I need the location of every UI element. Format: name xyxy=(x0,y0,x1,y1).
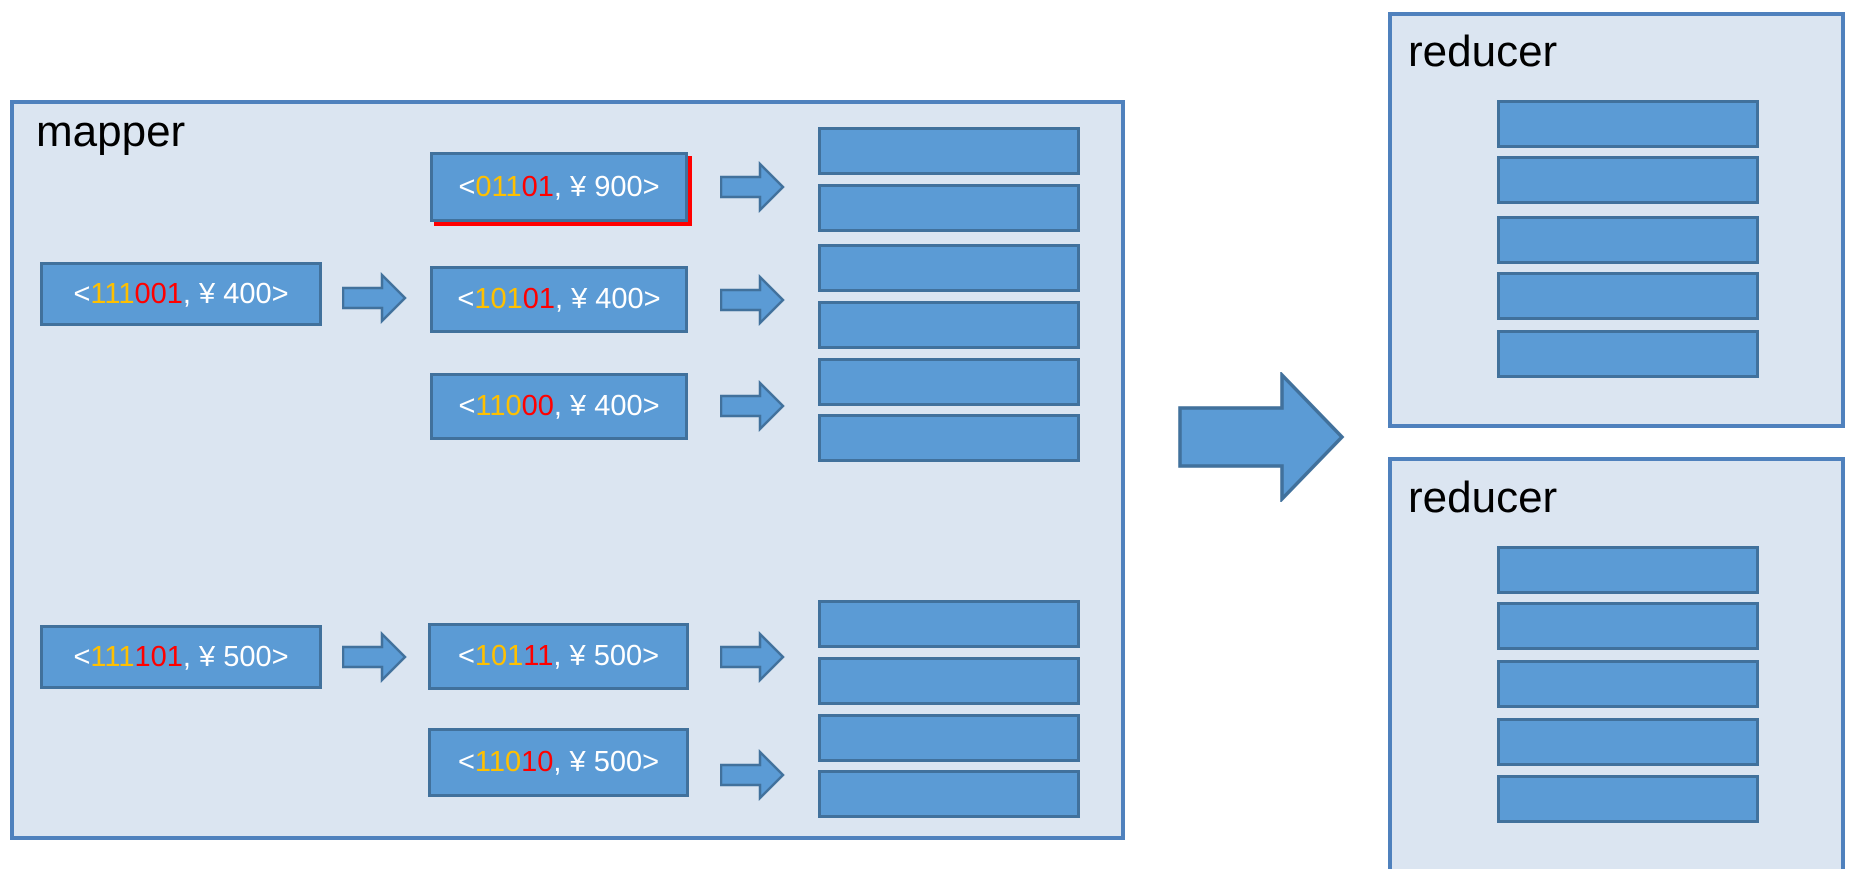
mapper-output-slot xyxy=(818,301,1080,349)
flow-arrow-icon xyxy=(720,749,785,801)
kv-segment: < xyxy=(458,390,476,422)
mapper-output-slot xyxy=(818,127,1080,175)
flow-arrow-icon xyxy=(720,161,785,213)
kv-segment: 111 xyxy=(90,640,135,673)
kv-segment: 101 xyxy=(474,640,524,672)
mapper-output-slot xyxy=(818,184,1080,232)
kv-segment: 01 xyxy=(521,170,554,203)
kv-segment: 101 xyxy=(474,283,523,315)
kv-segment: , ¥ 500> xyxy=(182,640,289,673)
reducer-input-slot xyxy=(1497,216,1759,264)
reducer-input-slot xyxy=(1497,330,1759,378)
kv-segment: < xyxy=(457,283,475,315)
kv-segment: < xyxy=(458,170,476,203)
kv-segment: < xyxy=(457,746,475,778)
reducer-input-slot xyxy=(1497,100,1759,148)
kv-segment: 011 xyxy=(475,170,522,203)
kv-segment: , ¥ 500> xyxy=(553,746,660,778)
kv-segment: 11 xyxy=(523,640,554,672)
reducer-input-slot xyxy=(1497,156,1759,204)
kv-segment: , ¥ 500> xyxy=(553,640,660,672)
flow-arrow-icon xyxy=(342,631,407,683)
mapper-output-slot xyxy=(818,657,1080,705)
kv-segment: 01 xyxy=(522,283,555,315)
kv-segment: < xyxy=(457,640,475,672)
mapper-output-slot xyxy=(818,770,1080,818)
kv-segment: 00 xyxy=(521,390,554,422)
kv-segment: 111 xyxy=(90,277,135,310)
mapper-output-slot xyxy=(818,600,1080,648)
reducer-input-slot xyxy=(1497,775,1759,823)
kv-segment: < xyxy=(73,277,91,310)
reducer-input-slot xyxy=(1497,660,1759,708)
kv-segment: 001 xyxy=(134,277,183,310)
mapper-label: mapper xyxy=(36,107,186,156)
reducer-label-2: reducer xyxy=(1408,473,1558,522)
flow-arrow-icon xyxy=(720,380,785,432)
kv-segment: , ¥ 900> xyxy=(553,170,660,203)
mapper-output-slot xyxy=(818,244,1080,292)
shuffle-arrow-icon xyxy=(1178,372,1345,502)
reducer-input-slot xyxy=(1497,602,1759,650)
reducer-input-slot xyxy=(1497,718,1759,766)
reducer-label-1: reducer xyxy=(1408,27,1558,76)
kv-segment: 110 xyxy=(474,746,522,778)
kv-segment: < xyxy=(73,640,91,673)
flow-arrow-icon xyxy=(720,274,785,326)
kv-segment: 101 xyxy=(134,640,183,673)
mapper-output-slot xyxy=(818,414,1080,462)
kv-segment: 10 xyxy=(521,746,554,778)
mapper-output-slot xyxy=(818,714,1080,762)
flow-arrow-icon xyxy=(342,272,407,324)
kv-segment: , ¥ 400> xyxy=(182,277,289,310)
flow-arrow-icon xyxy=(720,631,785,683)
kv-segment: , ¥ 400> xyxy=(553,390,660,422)
reducer-input-slot xyxy=(1497,546,1759,594)
kv-segment: 110 xyxy=(475,390,522,422)
kv-segment: , ¥ 400> xyxy=(554,283,661,315)
reducer-input-slot xyxy=(1497,272,1759,320)
mapper-output-slot xyxy=(818,358,1080,406)
